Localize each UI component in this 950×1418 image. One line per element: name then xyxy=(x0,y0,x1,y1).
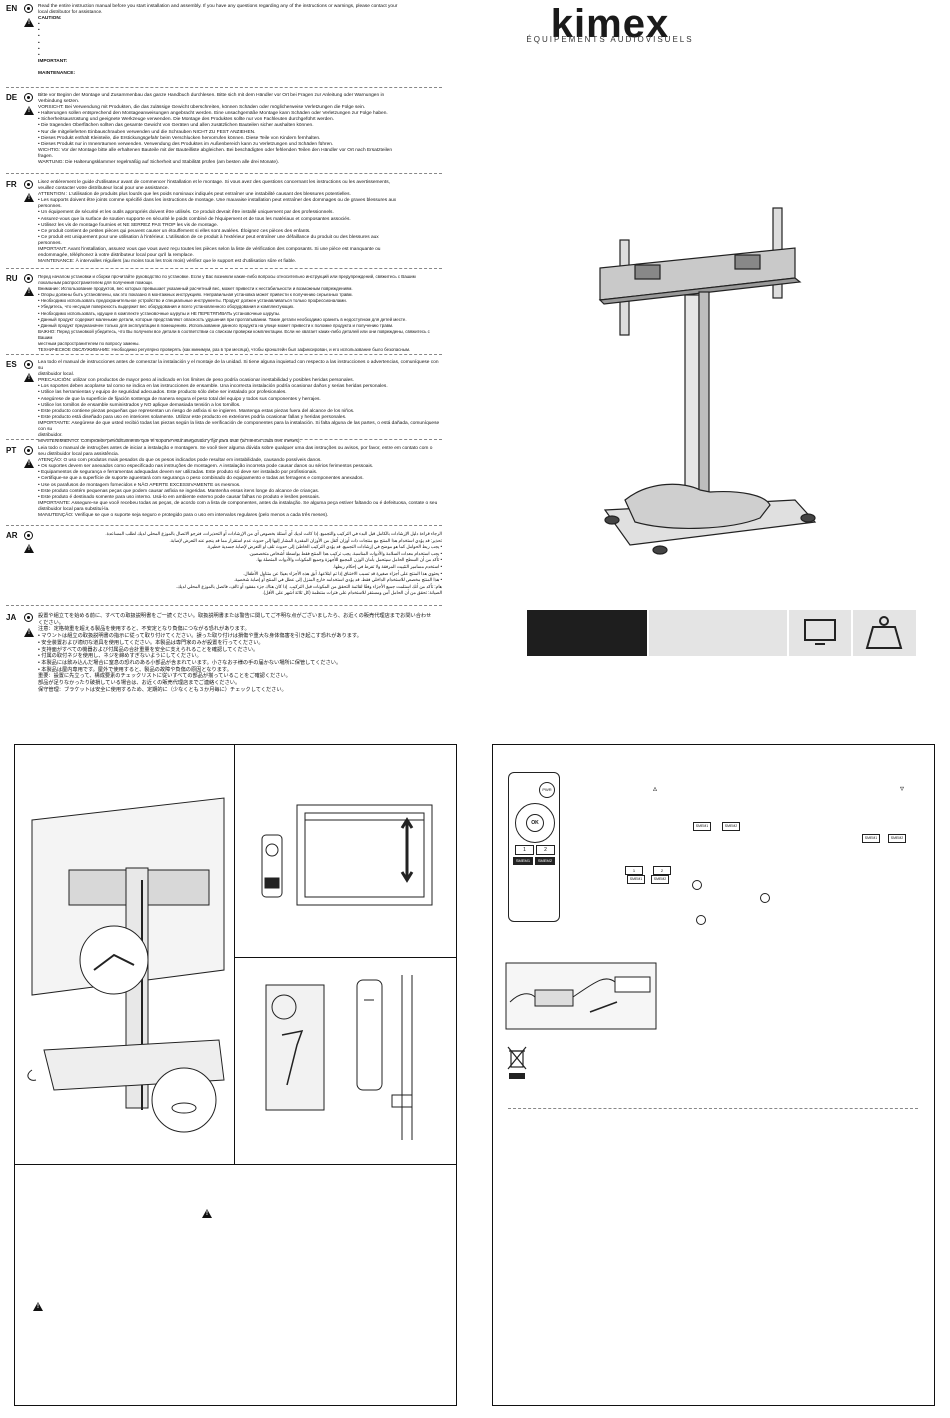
read-manual-icon xyxy=(24,531,33,540)
inline-button-smem1: SMEM1 xyxy=(862,834,880,843)
warning-icon xyxy=(33,1302,43,1311)
ok-icon xyxy=(692,880,702,890)
language-section-pt: PT Leia todo o manual de instruções ante… xyxy=(6,446,442,522)
inline-button-smem2: SMEM2 xyxy=(651,875,669,884)
weight-icon xyxy=(865,616,903,649)
instructions-ar: الرجاء قراءة دليل الإرشادات بالكامل قبل … xyxy=(105,531,442,596)
read-manual-icon xyxy=(24,4,33,13)
ok-icon xyxy=(696,915,706,925)
dpad[interactable] xyxy=(515,803,555,843)
tilt-adjust-illustration xyxy=(261,804,433,906)
tv-screen-icon xyxy=(804,619,836,645)
warning-icon xyxy=(24,459,34,468)
lang-code-ja: JA xyxy=(6,613,17,622)
instructions-de: Bitte vor Beginn der Montage und Zusamme… xyxy=(38,93,393,166)
warning-icon xyxy=(24,628,34,637)
section-divider xyxy=(6,354,442,355)
read-manual-icon xyxy=(24,274,33,283)
spec-size-block xyxy=(649,610,787,656)
spec-model-block xyxy=(527,610,647,656)
lang-code-fr: FR xyxy=(6,180,17,189)
read-manual-icon xyxy=(24,180,33,189)
warning-icon xyxy=(202,1209,212,1218)
inline-button-smem2: SMEM2 xyxy=(888,834,906,843)
read-manual-icon xyxy=(24,613,33,622)
section-divider xyxy=(6,605,442,606)
read-manual-icon xyxy=(24,93,33,102)
instructions-fr: Lisez entièrement le guide d'utilisateur… xyxy=(38,180,397,265)
warning-icon xyxy=(24,373,34,382)
spec-bar xyxy=(527,610,916,656)
spec-weight-block xyxy=(853,610,916,656)
section-divider xyxy=(6,268,442,269)
instructions-ru: Перед началом установки и сборки прочита… xyxy=(38,274,430,353)
spec-screen-block xyxy=(789,610,851,656)
section-divider xyxy=(508,1108,918,1109)
instructions-ja: 設置や組立てを始める前に、すべての取扱説明書をご一読ください。取扱説明書または警… xyxy=(38,613,432,693)
lang-code-pt: PT xyxy=(6,446,17,455)
smem1-button[interactable]: SMEM1 xyxy=(513,857,533,865)
section-divider xyxy=(6,525,442,526)
language-section-en: EN Read the entire instruction manual be… xyxy=(6,4,442,82)
smem2-button[interactable]: SMEM2 xyxy=(535,857,555,865)
section-divider xyxy=(6,87,442,88)
lang-code-ru: RU xyxy=(6,274,18,283)
section-divider xyxy=(6,173,442,174)
warning-icon xyxy=(24,544,34,553)
ok-icon xyxy=(760,893,770,903)
instructions-pt: Leia todo o manual de instruções antes d… xyxy=(38,446,438,519)
up-arrow-icon: ▵ xyxy=(653,784,658,793)
language-section-ar: AR الرجاء قراءة دليل الإرشادات بالكامل ق… xyxy=(6,531,442,603)
section-divider xyxy=(6,439,442,440)
lang-code-de: DE xyxy=(6,93,18,102)
brand-name: kimex xyxy=(550,2,670,46)
ok-button[interactable]: OK xyxy=(526,814,544,832)
language-section-ru: RU Перед началом установки и сборки проч… xyxy=(6,274,442,353)
brand-logo: kimex ÉQUIPEMENTS AUDIOVISUELS xyxy=(520,2,700,52)
warning-icon xyxy=(24,287,34,296)
down-arrow-icon: ▿ xyxy=(900,784,905,793)
lang-code-ar: AR xyxy=(6,531,18,540)
panel-divider-horizontal xyxy=(14,1164,457,1165)
warning-icon xyxy=(24,18,34,27)
inline-button-2: 2 xyxy=(653,866,671,875)
warning-icon xyxy=(24,106,34,115)
panel-divider-right xyxy=(234,957,457,958)
remote-control[interactable]: PWR OK 1 2 SMEM1 SMEM2 xyxy=(508,772,560,922)
tv-stand-illustration xyxy=(598,207,817,555)
power-adapter-illustration xyxy=(505,962,657,1030)
remote-holder-illustration xyxy=(265,975,413,1140)
power-button[interactable]: PWR xyxy=(539,782,555,798)
language-section-es: ES Lea todo el manual de instrucciones a… xyxy=(6,360,442,444)
inline-button-1: 1 xyxy=(625,866,643,875)
inline-button-smem1: SMEM1 xyxy=(627,875,645,884)
cable-management-illustration xyxy=(27,797,225,1133)
read-manual-icon xyxy=(24,360,33,369)
instructions-en: Read the entire instruction manual befor… xyxy=(38,4,398,76)
lang-code-en: EN xyxy=(6,4,18,13)
language-section-ja: JA 設置や組立てを始める前に、すべての取扱説明書をご一読ください。取扱説明書ま… xyxy=(6,613,442,695)
language-section-fr: FR Lisez entièrement le guide d'utilisat… xyxy=(6,180,442,266)
warning-icon xyxy=(24,193,34,202)
weee-disposal-icon xyxy=(507,1046,527,1079)
inline-button-smem1: SMEM1 xyxy=(693,822,711,831)
lang-code-es: ES xyxy=(6,360,17,369)
inline-button-smem2: SMEM2 xyxy=(722,822,740,831)
brand-tagline: ÉQUIPEMENTS AUDIOVISUELS xyxy=(526,35,694,44)
read-manual-icon xyxy=(24,446,33,455)
remote-panel xyxy=(492,744,935,1406)
language-section-de: DE Bitte vor Beginn der Montage und Zusa… xyxy=(6,93,442,169)
assembly-panel xyxy=(14,744,457,1406)
instructions-es: Lea todo el manual de instrucciones ante… xyxy=(38,360,440,445)
memory-button-2[interactable]: 2 xyxy=(536,845,555,855)
memory-button-1[interactable]: 1 xyxy=(515,845,534,855)
panel-divider-vertical xyxy=(234,744,235,1164)
